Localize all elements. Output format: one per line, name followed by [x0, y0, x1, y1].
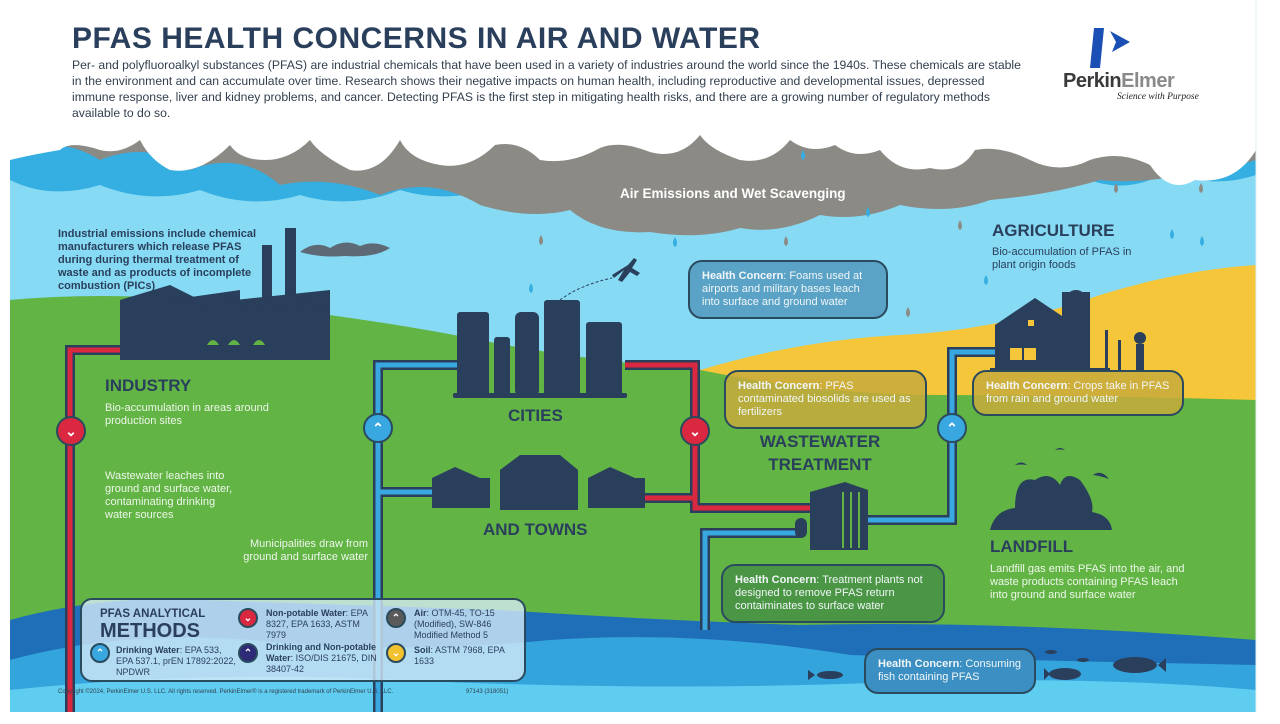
method-air: Air: OTM-45, TO-15 (Modified), SW-846 Mo… [414, 608, 495, 640]
logo-mark-icon [1090, 28, 1130, 68]
methods-heading: METHODS [100, 620, 200, 642]
wastewater-title: WASTEWATER TREATMENT [759, 432, 881, 474]
raindrops-grey [539, 183, 1203, 317]
method-soil: Soil: ASTM 7968, EPA 1633 [414, 645, 505, 666]
treatment-plant-icon [795, 482, 868, 550]
document-number: 97143 (318051) [466, 689, 509, 695]
industry-title: INDUSTRY [105, 376, 192, 395]
towns-title: AND TOWNS [483, 520, 588, 539]
chevron-up-icon: ⌃ [90, 643, 110, 663]
raindrops-blue [529, 150, 1204, 293]
analytical-methods-legend: PFAS ANALYTICAL METHODS ⌃ Drinking Water… [80, 598, 526, 682]
landfill-icon [990, 448, 1112, 530]
valve-cities-down: ⌄ [680, 416, 710, 446]
logo-wordmark: PerkinElmer [1063, 70, 1175, 92]
method-non-potable-water: Non-potable Water: EPA 8327, EPA 1633, A… [266, 608, 368, 640]
method-drinking-non-potable: Drinking and Non-potable Water: ISO/DIS … [266, 642, 377, 674]
chevron-up-icon: ⌃ [386, 608, 406, 628]
agriculture-note: Bio-accumulation of PFAS in plant origin… [992, 246, 1132, 271]
airplane-icon [612, 258, 640, 282]
health-concern-treatment: Health Concern: Treatment plants not des… [721, 564, 945, 623]
industry-wastewater-note: Wastewater leaches into ground and surfa… [105, 470, 233, 521]
city-buildings-icon [453, 300, 627, 398]
houses-icon [432, 455, 645, 510]
industry-bio-note: Bio-accumulation in areas around product… [105, 402, 269, 427]
page-title: PFAS HEALTH CONCERNS IN AIR AND WATER [72, 22, 761, 55]
health-concern-biosolids: Health Concern: PFAS contaminated biosol… [724, 370, 927, 429]
landfill-note: Landfill gas emits PFAS into the air, an… [990, 563, 1185, 601]
health-concern-foams: Health Concern: Foams used at airports a… [688, 260, 888, 319]
chevron-down-icon: ⌄ [386, 643, 406, 663]
chevron-up-icon: ⌃ [238, 643, 258, 663]
fish-icons [808, 650, 1166, 680]
copyright: Copyright ©2024, PerkinElmer U.S. LLC. A… [58, 689, 394, 695]
perkinelmer-logo: PerkinElmer Science with Purpose [1060, 28, 1210, 108]
cloud-layer-white [10, 110, 1256, 185]
chevron-down-icon: ⌄ [238, 608, 258, 628]
method-drinking-water: Drinking Water: EPA 533, EPA 537.1, prEN… [116, 645, 236, 677]
landfill-title: LANDFILL [990, 537, 1074, 556]
health-concern-fish: Health Concern: Consuming fish containin… [864, 648, 1036, 694]
logo-tagline: Science with Purpose [1117, 92, 1199, 102]
industry-emissions-note: Industrial emissions include chemical ma… [58, 228, 257, 292]
cloud-label: Air Emissions and Wet Scavenging [620, 186, 846, 201]
cities-title: CITIES [508, 406, 563, 425]
factory-icon [120, 228, 330, 360]
valve-cities-up: ⌃ [363, 413, 393, 443]
agriculture-title: AGRICULTURE [992, 221, 1115, 240]
municipal-note: Municipalities draw from ground and surf… [243, 538, 368, 563]
intro-paragraph: Per- and polyfluoroalkyl substances (PFA… [72, 58, 1021, 120]
health-concern-crops: Health Concern: Crops take in PFAS from … [972, 370, 1184, 416]
valve-agriculture-up: ⌃ [937, 413, 967, 443]
methods-heading-small: PFAS ANALYTICAL [100, 608, 206, 620]
valve-industry-down: ⌄ [56, 416, 86, 446]
